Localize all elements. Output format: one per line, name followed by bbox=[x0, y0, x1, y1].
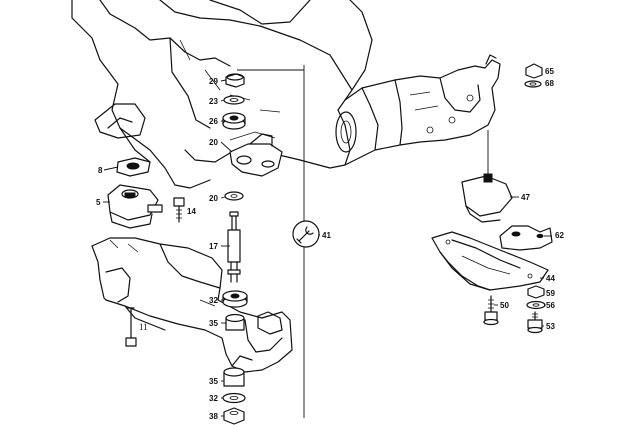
callout-62: 62 bbox=[555, 231, 564, 240]
shock-absorber-17 bbox=[227, 211, 241, 283]
callout-5: 5 bbox=[96, 198, 101, 207]
callout-11: 11 bbox=[139, 322, 148, 332]
washer-23 bbox=[223, 95, 245, 105]
rubber-bushing-26 bbox=[222, 112, 246, 130]
callout-14: 14 bbox=[187, 207, 196, 216]
callout-32-lower: 32 bbox=[209, 394, 218, 403]
washer-68 bbox=[524, 80, 542, 88]
bolt-14 bbox=[173, 197, 185, 223]
engine-block bbox=[71, 0, 373, 189]
washer-32b bbox=[222, 392, 246, 404]
callout-labels: 29 23 26 20 20 17 32 35 35 32 38 8 5 14 … bbox=[96, 67, 564, 421]
transmission-mount-47 bbox=[461, 130, 513, 223]
bushing-32a bbox=[222, 290, 248, 308]
wrench-symbol-icon bbox=[292, 220, 320, 248]
callout-20-lower: 20 bbox=[209, 194, 218, 203]
callout-41: 41 bbox=[322, 231, 331, 240]
mount-plate-8 bbox=[116, 157, 151, 177]
callout-56: 56 bbox=[546, 301, 555, 310]
bolt-53 bbox=[527, 311, 543, 334]
callout-35-upper: 35 bbox=[209, 319, 218, 328]
mount-62 bbox=[499, 225, 553, 251]
vertical-leader-line bbox=[237, 65, 305, 418]
callout-38: 38 bbox=[209, 412, 218, 421]
callout-20-upper: 20 bbox=[209, 138, 218, 147]
callout-53: 53 bbox=[546, 322, 555, 331]
callout-68: 68 bbox=[545, 79, 554, 88]
callout-35-lower: 35 bbox=[209, 377, 218, 386]
callout-29: 29 bbox=[209, 77, 218, 86]
bushing-35b bbox=[223, 367, 245, 387]
callout-8: 8 bbox=[98, 166, 103, 175]
callout-50: 50 bbox=[500, 301, 509, 310]
front-crossmember bbox=[91, 237, 293, 373]
callout-23: 23 bbox=[209, 97, 218, 106]
washer-20b bbox=[224, 191, 244, 201]
bolt-11 bbox=[125, 307, 137, 347]
nut-59 bbox=[527, 285, 545, 299]
callout-26: 26 bbox=[209, 117, 218, 126]
transmission-crossmember-44 bbox=[431, 231, 549, 291]
nut-29 bbox=[225, 73, 245, 88]
callout-65: 65 bbox=[545, 67, 554, 76]
nut-38 bbox=[223, 407, 245, 425]
washer-56 bbox=[526, 300, 546, 310]
leader-lines bbox=[103, 79, 552, 417]
bolt-50 bbox=[483, 295, 499, 326]
callout-47: 47 bbox=[521, 193, 530, 202]
bushing-35a bbox=[225, 313, 245, 331]
callout-59: 59 bbox=[546, 289, 555, 298]
nut-65 bbox=[525, 63, 543, 79]
callout-44: 44 bbox=[546, 274, 555, 283]
callout-32-upper: 32 bbox=[209, 296, 218, 305]
callout-17: 17 bbox=[209, 242, 218, 251]
transmission-housing bbox=[335, 54, 501, 166]
engine-mount-5 bbox=[107, 184, 163, 229]
support-bracket-20 bbox=[229, 133, 283, 177]
